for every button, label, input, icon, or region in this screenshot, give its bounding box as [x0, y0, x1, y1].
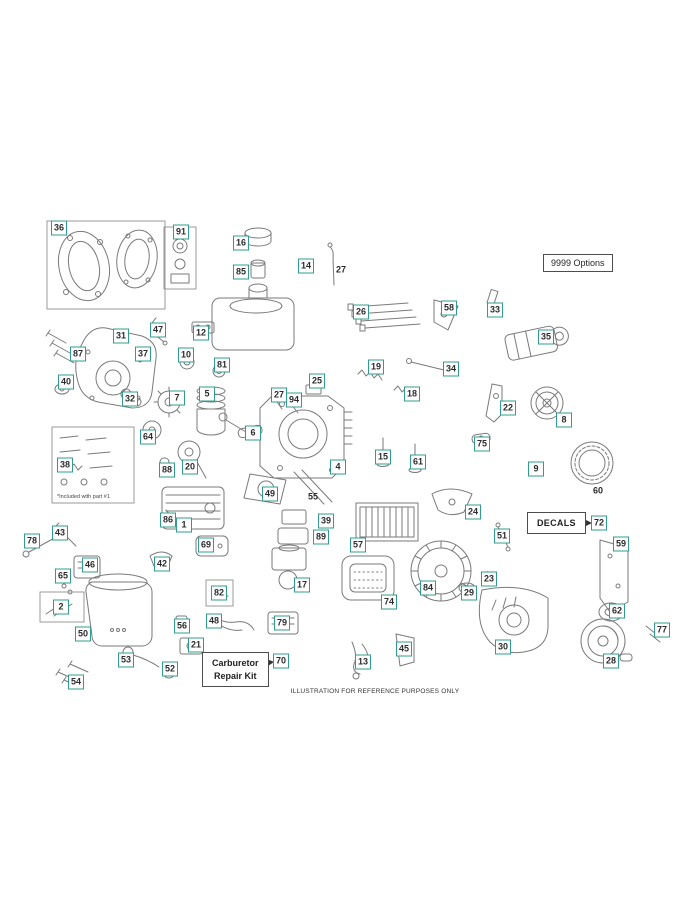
callout-15: 15: [374, 449, 392, 465]
callout-40: 40: [57, 374, 75, 390]
callout-42: 42: [153, 556, 171, 572]
callout-94: 94: [285, 392, 303, 408]
callout-53: 53: [117, 652, 135, 668]
callout-12: 12: [192, 325, 210, 341]
callout-21: 21: [187, 637, 205, 653]
callout-51: 51: [493, 528, 511, 544]
callout-27: 27: [335, 264, 347, 275]
callout-13: 13: [354, 654, 372, 670]
callout-52: 52: [161, 661, 179, 677]
callout-55: 55: [307, 491, 319, 502]
callout-69: 69: [197, 537, 215, 553]
callout-35: 35: [537, 329, 555, 345]
carb-kit-line1: Carburetor: [212, 658, 259, 668]
callout-34: 34: [442, 361, 460, 377]
callout-9: 9: [528, 461, 544, 477]
callout-1: 1: [176, 517, 192, 533]
callout-79: 79: [273, 615, 291, 631]
carburetor-repair-kit-box: Carburetor Repair Kit: [202, 652, 269, 688]
callout-85: 85: [232, 264, 250, 280]
callout-77: 77: [653, 622, 671, 638]
callout-82: 82: [210, 585, 228, 601]
callout-36: 36: [50, 220, 68, 236]
callout-19: 19: [367, 359, 385, 375]
callout-6: 6: [245, 425, 261, 441]
callout-5: 5: [199, 386, 215, 402]
included-note: *Included with part #1: [57, 494, 110, 500]
callout-78: 78: [23, 533, 41, 549]
callout-57: 57: [349, 537, 367, 553]
callout-59: 59: [612, 536, 630, 552]
callout-89: 89: [312, 529, 330, 545]
callout-54: 54: [67, 674, 85, 690]
dipstick-illustration: [327, 242, 335, 286]
callout-7: 7: [169, 390, 185, 406]
callout-45: 45: [395, 641, 413, 657]
callout-47: 47: [149, 322, 167, 338]
starter-motor-illustration: [504, 325, 569, 361]
callout-72: 72: [590, 515, 608, 531]
callout-29: 29: [460, 585, 478, 601]
callout-58: 58: [440, 300, 458, 316]
callout-61: 61: [409, 454, 427, 470]
callout-18: 18: [403, 386, 421, 402]
callout-23: 23: [480, 571, 498, 587]
callout-64: 64: [139, 429, 157, 445]
callout-39: 39: [317, 513, 335, 529]
callout-38: 38: [56, 457, 74, 473]
fuel-tank-illustration: [211, 227, 295, 351]
callout-56: 56: [173, 618, 191, 634]
callout-25: 25: [308, 373, 326, 389]
callout-43: 43: [51, 525, 69, 541]
callout-48: 48: [205, 613, 223, 629]
callout-32: 32: [121, 391, 139, 407]
callout-14: 14: [297, 258, 315, 274]
callout-75: 75: [473, 436, 491, 452]
callout-28: 28: [602, 653, 620, 669]
callout-88: 88: [158, 462, 176, 478]
callout-8: 8: [556, 412, 572, 428]
footer-note: ILLUSTRATION FOR REFERENCE PURPOSES ONLY: [290, 688, 460, 695]
callout-81: 81: [213, 357, 231, 373]
callout-26: 26: [352, 304, 370, 320]
callout-70: 70: [272, 653, 290, 669]
callout-22: 22: [499, 400, 517, 416]
right-side-parts-illustration: [485, 383, 614, 485]
callout-65: 65: [54, 568, 72, 584]
callout-33: 33: [486, 302, 504, 318]
callout-17: 17: [293, 577, 311, 593]
callout-91: 91: [172, 224, 190, 240]
callout-20: 20: [181, 459, 199, 475]
gasket-set-illustration: [46, 220, 166, 310]
callout-74: 74: [380, 594, 398, 610]
callout-27: 27: [270, 387, 288, 403]
callout-86: 86: [159, 512, 177, 528]
callout-24: 24: [464, 504, 482, 520]
callout-50: 50: [74, 626, 92, 642]
callout-46: 46: [81, 557, 99, 573]
callout-10: 10: [177, 347, 195, 363]
options-box: 9999 Options: [543, 254, 613, 272]
callout-31: 31: [112, 328, 130, 344]
callout-60: 60: [592, 485, 604, 496]
carb-kit-line2: Repair Kit: [214, 670, 257, 681]
callout-30: 30: [494, 639, 512, 655]
callout-2: 2: [53, 599, 69, 615]
callout-4: 4: [330, 459, 346, 475]
callout-16: 16: [232, 235, 250, 251]
callout-62: 62: [608, 603, 626, 619]
callout-37: 37: [134, 346, 152, 362]
callout-84: 84: [419, 580, 437, 596]
decals-box: DECALS: [527, 512, 586, 534]
callout-49: 49: [261, 486, 279, 502]
callout-87: 87: [69, 346, 87, 362]
flywheel-illustration: [341, 540, 493, 602]
